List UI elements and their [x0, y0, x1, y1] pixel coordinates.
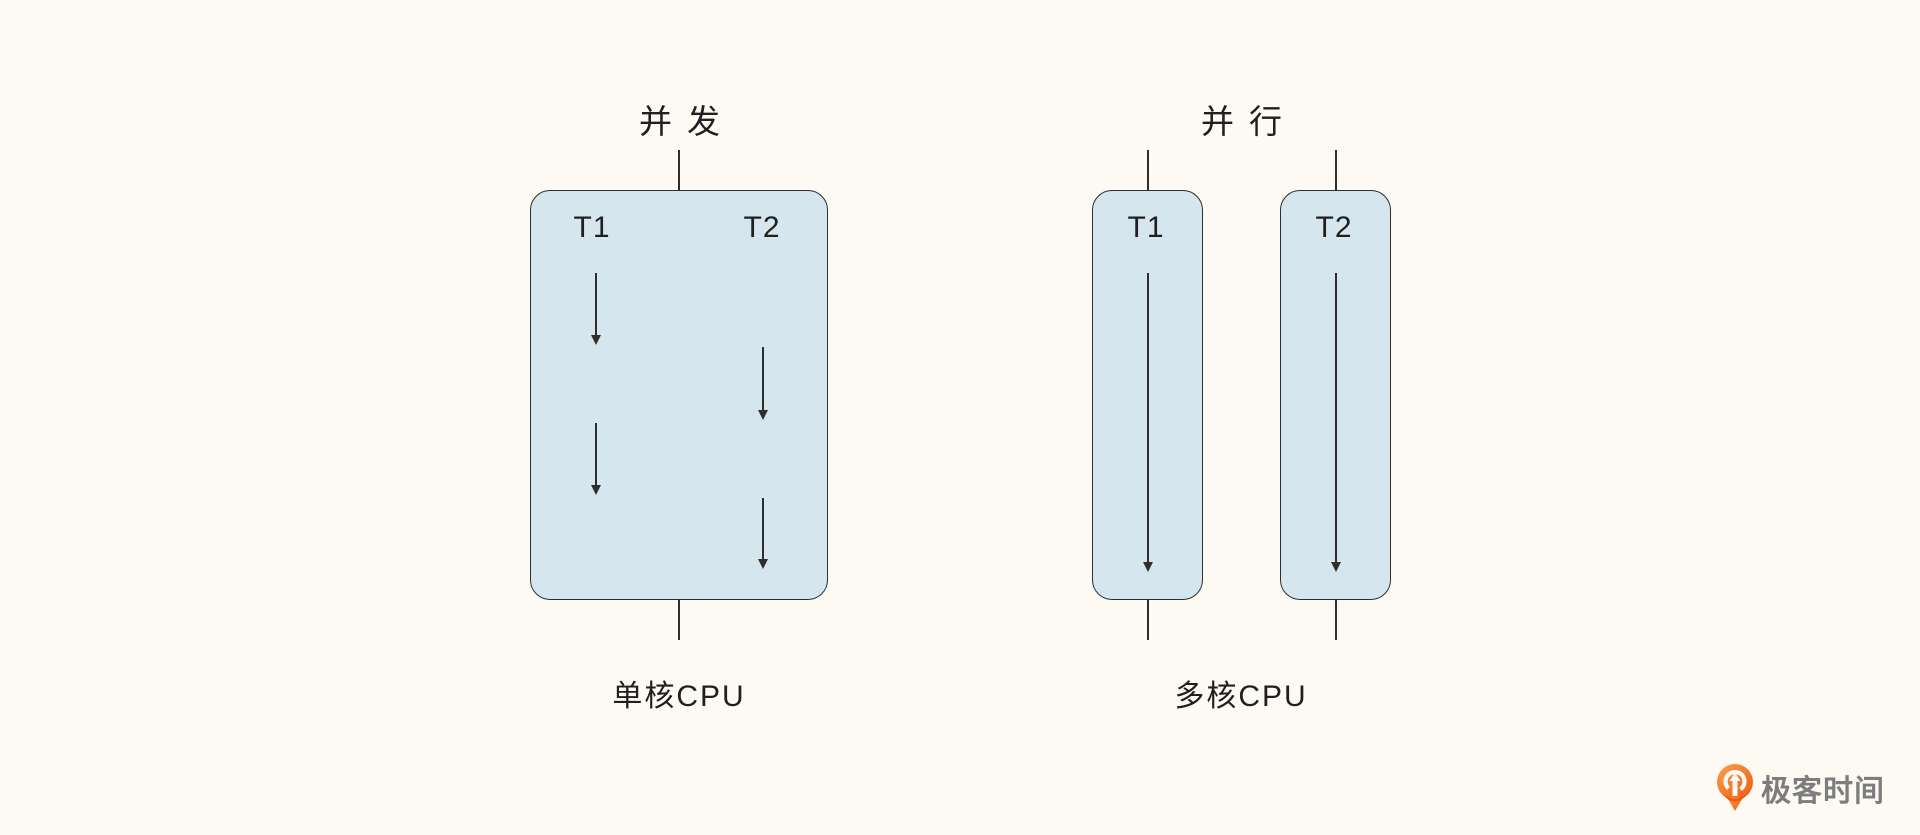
connector-bottom-core2 — [1335, 600, 1337, 640]
execution-arrow-t2-slice1 — [758, 347, 768, 420]
single-core-cpu-box — [530, 190, 828, 600]
concurrency-title: 并发 — [639, 103, 735, 140]
connector-bottom-single-core — [678, 600, 680, 640]
geektime-pin-icon — [1716, 763, 1754, 813]
connector-top-core2 — [1335, 150, 1337, 190]
thread-label-t2-parallelism: T2 — [1315, 211, 1353, 244]
execution-arrow-t1-slice1 — [591, 273, 601, 345]
execution-arrow-t2-parallel — [1331, 273, 1341, 572]
connector-top-core1 — [1147, 150, 1149, 190]
execution-arrow-t2-slice2 — [758, 498, 768, 569]
execution-arrow-t1-slice2 — [591, 423, 601, 495]
geektime-logo-text: 极客时间 — [1761, 775, 1885, 808]
thread-label-t1-parallelism: T1 — [1127, 211, 1165, 244]
thread-label-t1-concurrency: T1 — [573, 211, 611, 244]
multi-core-cpu-label: 多核CPU — [1174, 680, 1308, 713]
connector-bottom-core1 — [1147, 600, 1149, 640]
geektime-logo: 极客时间 — [1716, 763, 1885, 813]
connector-top-single-core — [678, 150, 680, 190]
execution-arrow-t1-parallel — [1143, 273, 1153, 572]
parallelism-title: 并行 — [1201, 103, 1297, 140]
single-core-cpu-label: 单核CPU — [612, 680, 746, 713]
thread-label-t2-concurrency: T2 — [743, 211, 781, 244]
